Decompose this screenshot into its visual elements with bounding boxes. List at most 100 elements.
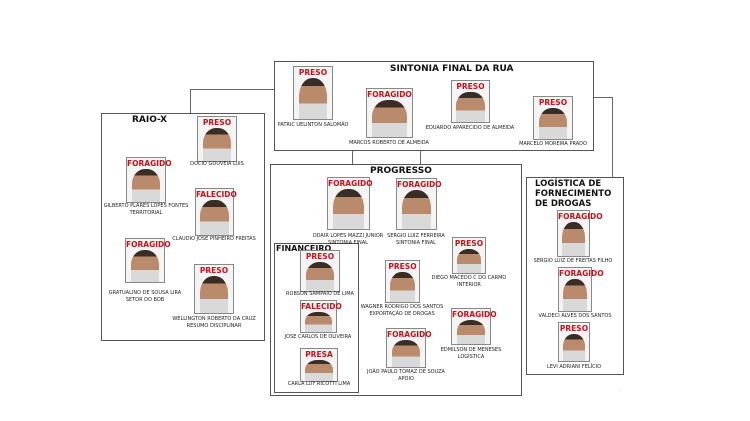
person-card: PRESA [300, 348, 338, 382]
person-name: ODAIR LOPES MAZZI JUNIOR [312, 233, 384, 239]
person-photo [130, 250, 160, 282]
status-badge: PRESO [305, 252, 335, 261]
person-name: CLAUDIO JOSE PINHEIRO FREITAS [172, 236, 256, 242]
status-badge: PRESO [538, 98, 568, 107]
person-name: WAGNER RODRIGO DOS SANTOS [360, 304, 444, 310]
person-label: MARCELO MOREIRA PRADO [519, 141, 587, 148]
person-photo [456, 92, 485, 122]
connector [592, 97, 612, 98]
person-photo [199, 276, 229, 313]
person-photo [202, 128, 232, 161]
person-name: SERGIO LUIZ DE FREITAS FILHO [533, 258, 613, 264]
person-label: SERGIO LUIZ DE FREITAS FILHO [534, 258, 613, 265]
status-badge: FORAGIDO [452, 310, 497, 319]
person-role: SINTONIA FINAL [328, 240, 368, 246]
person-role: LOGÍSTICA [457, 354, 485, 360]
person-role: RESUMO DISCIPLINAR [186, 323, 242, 329]
person-name: GILBERTO PLARES LOPES FONTES [103, 203, 189, 209]
status-badge: PRESO [298, 68, 328, 77]
status-badge: FALECIDO [196, 190, 237, 199]
person-name: EDUARDO APARECIDO DE ALMEIDA [425, 125, 515, 131]
person-photo [456, 249, 482, 273]
person-label: JOSE CARLOS DE OLIVEIRA [285, 334, 352, 341]
status-badge: PRESO [199, 266, 229, 275]
person-name: DIEGO MACEDO C DO CARMO [431, 275, 507, 281]
person-role: SETOR DO BOB [125, 297, 165, 303]
person-label: EDUARDO APARECIDO DE ALMEIDA [426, 125, 514, 132]
person-label: LEVI ADRIANI FELÍCIO [547, 364, 601, 371]
person-card: FORAGIDO [386, 328, 432, 368]
person-role: APOIO [398, 376, 414, 382]
person-card: FALECIDO [300, 300, 342, 333]
status-badge: FORAGIDO [558, 212, 603, 221]
person-photo [305, 262, 335, 291]
person-card: PRESO [558, 322, 590, 362]
person-name: GRATUALINO DE SOUSA LIRA [108, 290, 182, 296]
person-card: FORAGIDO [327, 177, 373, 230]
status-badge: FORAGIDO [127, 159, 172, 168]
person-card: FORAGIDO [396, 178, 442, 230]
group-title-progresso: PROGRESSO [370, 166, 432, 176]
person-label: DOCIO GOUVEIA LUIS [190, 161, 244, 168]
connector [190, 89, 274, 90]
status-badge: PRESO [456, 82, 485, 91]
person-name: CARLA LUY RICOTTI LIMA [287, 381, 351, 387]
person-label: MARCOS ROBERTO DE ALMEIDA [349, 140, 429, 147]
person-card: PRESO [197, 116, 237, 162]
page-marker: · [619, 388, 621, 395]
person-photo [200, 200, 229, 235]
connector [420, 149, 421, 164]
person-card: FORAGIDO [557, 210, 603, 257]
person-card: PRESO [385, 260, 420, 303]
person-name: WELLINGTON ROBERTO DA CRUZ [172, 316, 256, 322]
status-badge: FORAGIDO [328, 179, 373, 188]
person-name: JOSE CARLOS DE OLIVEIRA [284, 334, 352, 340]
person-label: CARLA LUY RICOTTI LIMA [288, 381, 351, 388]
group-raiox [101, 113, 265, 341]
status-badge: FORAGIDO [367, 90, 412, 99]
person-label: ROBSON SAMPAIO DE LIMA [286, 291, 354, 298]
person-name: MARCOS ROBERTO DE ALMEIDA [349, 140, 429, 146]
person-photo [305, 360, 333, 381]
person-card: PRESO [293, 66, 333, 120]
person-card: FORAGIDO [451, 308, 497, 345]
connector [612, 97, 613, 177]
status-badge: FALECIDO [301, 302, 342, 311]
status-badge: PRESA [305, 350, 333, 359]
person-card: PRESO [194, 264, 234, 314]
person-card: PRESO [533, 96, 573, 140]
person-photo [391, 340, 421, 367]
person-name: SERGIO LUIZ FERREIRA [387, 233, 445, 239]
status-badge: FORAGIDO [387, 330, 432, 339]
person-label: CLAUDIO JOSE PINHEIRO FREITAS [172, 236, 256, 243]
person-card: PRESO [300, 250, 340, 292]
person-photo [131, 169, 161, 202]
status-badge: FORAGIDO [559, 269, 604, 278]
status-badge: PRESO [559, 324, 589, 333]
person-photo [332, 189, 365, 229]
person-photo [456, 320, 486, 344]
group-title-sintonia: SINTONIA FINAL DA RUA [390, 64, 514, 74]
person-name: VALDECI ALVES DOS SANTOS [538, 313, 612, 319]
group-title-financeiro: FINANCEIRO [276, 244, 332, 253]
person-photo [298, 78, 328, 119]
person-name: ROBSON SAMPAIO DE LIMA [286, 291, 354, 297]
person-photo [562, 334, 586, 361]
person-label: PATRIC UELINTON SALOMÃO [278, 122, 349, 129]
person-role: TERRITORIAL [129, 210, 163, 216]
person-photo [372, 100, 407, 137]
group-title-raiox: RAIO-X [132, 115, 168, 125]
person-card: FORAGIDO [558, 267, 604, 312]
person-card: FORAGIDO [126, 157, 172, 203]
connector [190, 89, 191, 113]
person-photo [401, 190, 432, 229]
person-photo [538, 108, 568, 139]
